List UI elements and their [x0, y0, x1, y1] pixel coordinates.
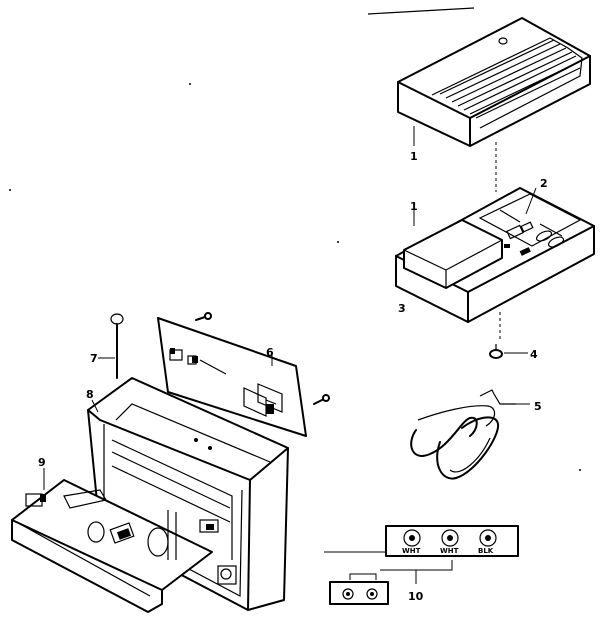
screw-part-lower	[313, 394, 330, 405]
knob-label-2: WHT	[440, 547, 459, 555]
screw-part-4	[489, 344, 503, 359]
bracket-plate-part-6	[157, 317, 307, 437]
knob-label-1: WHT	[402, 547, 421, 555]
knob-label-3: BLK	[478, 547, 494, 555]
callout-7: 7	[90, 352, 98, 365]
base-tray-part	[395, 187, 595, 323]
belt-part-5	[410, 389, 516, 480]
front-chassis-part-9	[11, 479, 213, 613]
screw-part-upper	[195, 312, 212, 321]
callout-9: 9	[38, 456, 46, 469]
callouts: 1 1 2 3 4 5 6 7 8 9 10	[38, 150, 548, 603]
knob-2	[441, 529, 459, 547]
callout-5: 5	[534, 400, 542, 413]
small-panel-part-10	[329, 581, 389, 605]
knob-panel-part-10: WHT WHT BLK	[385, 525, 519, 557]
callout-2: 2	[540, 177, 548, 190]
callout-3: 3	[398, 302, 406, 315]
callout-4: 4	[530, 348, 538, 361]
knob-3	[479, 529, 497, 547]
callout-10: 10	[408, 590, 424, 603]
knob-1	[403, 529, 421, 547]
callout-1-upper: 1	[410, 150, 418, 163]
rod-part-7	[110, 313, 124, 379]
callout-1-lower: 1	[410, 200, 418, 213]
callout-8: 8	[86, 388, 94, 401]
callout-6: 6	[266, 346, 274, 359]
top-cover-part	[397, 17, 591, 147]
